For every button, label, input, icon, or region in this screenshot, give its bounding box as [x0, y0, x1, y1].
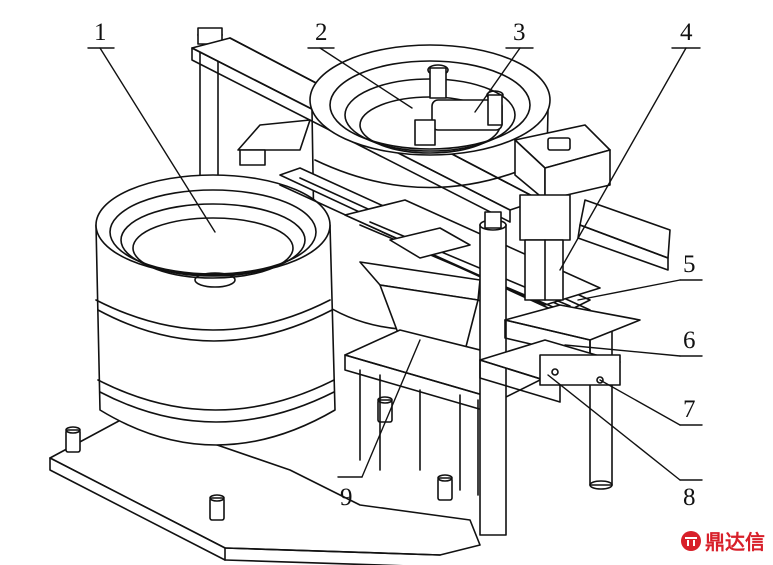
slide-assembly [479, 304, 641, 403]
guide-column [479, 211, 613, 536]
base-plate [49, 396, 498, 565]
callout-8: 8 [683, 484, 696, 511]
watermark: 鼎达信 [680, 526, 765, 555]
callout-1: 1 [94, 19, 107, 46]
callout-7: 7 [683, 396, 696, 423]
cylinder-head [514, 124, 611, 301]
callout-3: 3 [513, 19, 526, 46]
callout-6: 6 [683, 327, 696, 354]
track-clamp [237, 119, 471, 259]
callout-5: 5 [683, 251, 696, 278]
vibratory-bowl [95, 174, 336, 446]
cylinder-rail [577, 199, 671, 271]
callout-4: 4 [680, 19, 693, 46]
callout-2: 2 [315, 19, 328, 46]
leader-lines [87, 47, 703, 481]
watermark-text: 鼎达信 [705, 530, 765, 554]
gripper-cylinder [414, 64, 504, 146]
callout-9: 9 [340, 484, 353, 511]
brand-logo-icon [681, 530, 701, 551]
